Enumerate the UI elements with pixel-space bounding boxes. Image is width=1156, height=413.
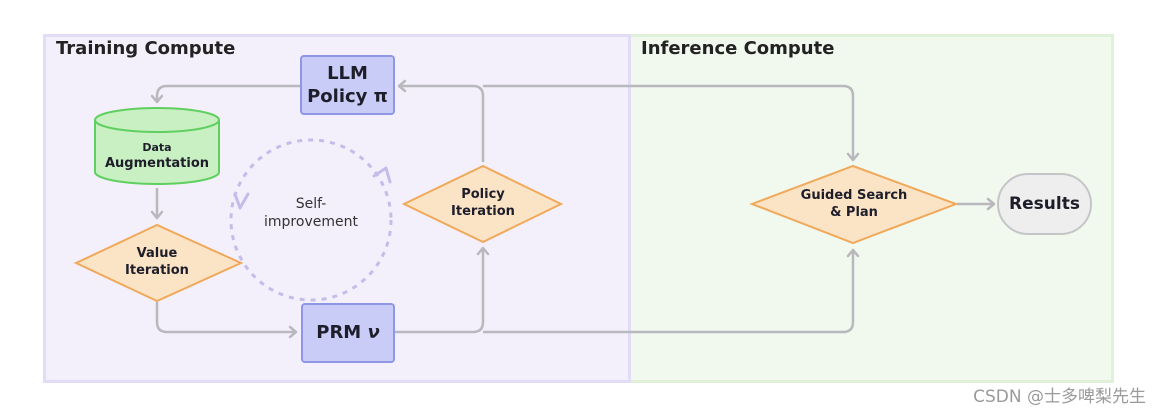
guided-search-line1: Guided Search xyxy=(800,188,908,204)
value-iteration-diamond xyxy=(73,223,244,303)
llm-policy-label: LLM Policy π xyxy=(300,55,395,115)
policy-iteration-label: Policy Iteration xyxy=(422,181,544,227)
self-improvement-line2: improvement xyxy=(264,214,358,230)
value-iteration-label: Value Iteration xyxy=(96,240,218,286)
self-improvement-cycle xyxy=(229,138,393,302)
edge-llm-to-guided-search xyxy=(483,84,860,162)
guided-search-diamond xyxy=(749,164,959,245)
prm-symbol: ν xyxy=(367,322,380,344)
self-improvement-label: Self- improvement xyxy=(255,190,367,236)
llm-policy-node xyxy=(300,55,395,115)
training-compute-title: Training Compute xyxy=(56,38,236,59)
edge-llm-to-data-augmentation xyxy=(150,84,300,104)
policy-iteration-line1: Policy xyxy=(461,187,505,203)
self-improvement-arrow-right xyxy=(372,166,392,184)
watermark: CSDN @士多啤梨先生 xyxy=(973,387,1146,407)
prm-text: PRM xyxy=(316,322,368,344)
value-iteration-line2: Iteration xyxy=(125,263,189,278)
prm-node xyxy=(301,303,395,363)
prm-label: PRM ν xyxy=(301,303,395,363)
inference-compute-title: Inference Compute xyxy=(641,38,835,59)
self-improvement-line1: Self- xyxy=(295,195,327,212)
policy-iteration-line2: Iteration xyxy=(451,204,515,219)
edge-value-iteration-to-prm xyxy=(155,302,298,339)
data-augmentation-label: Data Augmentation xyxy=(95,132,219,182)
edge-prm-to-policy-iteration xyxy=(395,246,490,334)
guided-search-label: Guided Search & Plan xyxy=(776,182,932,228)
results-label: Results xyxy=(1009,193,1080,214)
llm-policy-line1: LLM xyxy=(327,62,368,84)
data-augmentation-line2: Augmentation xyxy=(104,155,210,171)
self-improvement-arrow-left xyxy=(233,192,250,210)
guided-search-line2: & Plan xyxy=(830,205,878,220)
data-augmentation-cylinder xyxy=(94,107,220,185)
value-iteration-line1: Value xyxy=(136,246,178,262)
policy-iteration-diamond xyxy=(401,164,564,244)
edge-policy-iteration-to-llm xyxy=(397,79,485,162)
llm-policy-line2: Policy π xyxy=(307,86,388,107)
data-augmentation-line1: Data xyxy=(142,141,172,155)
results-pill xyxy=(997,173,1092,235)
edge-prm-to-guided-search xyxy=(483,248,860,334)
